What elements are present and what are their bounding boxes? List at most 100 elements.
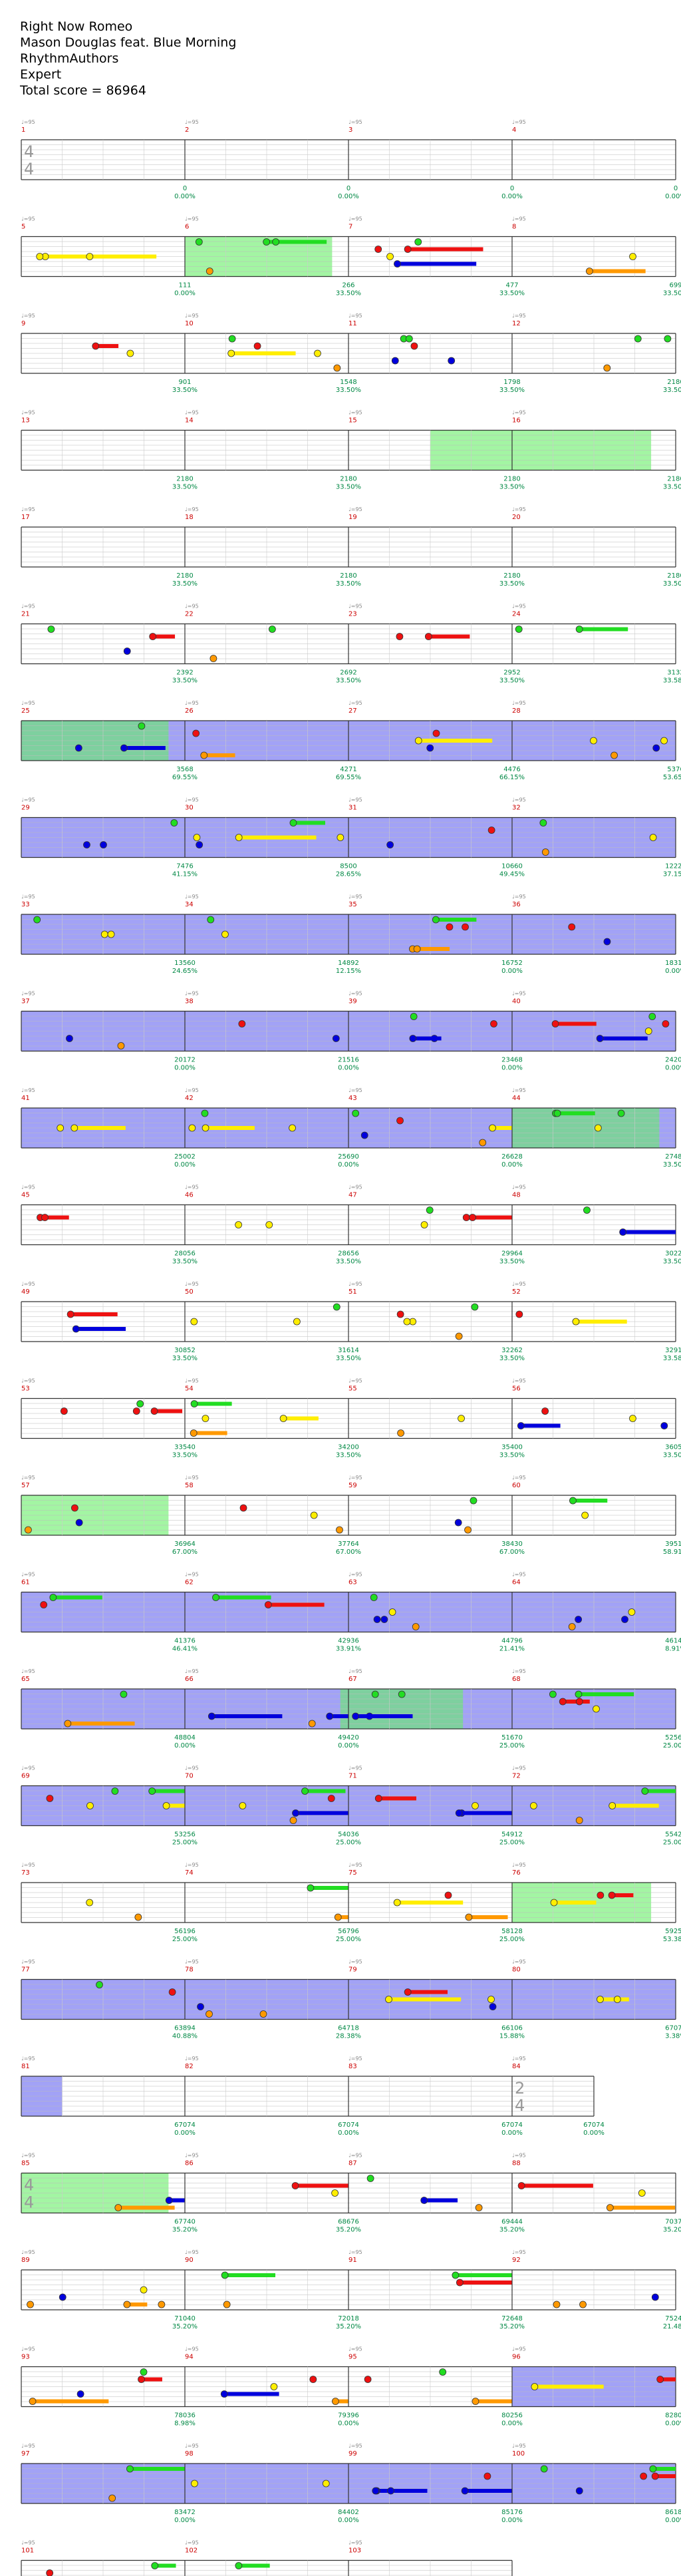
- gem-note: [550, 1899, 558, 1907]
- gem-note: [649, 834, 657, 841]
- sustain-note: [310, 1886, 348, 1890]
- measure-overdrive-pct: 33.50%: [499, 1452, 525, 1459]
- measure-overdrive-pct: 0.00%: [174, 2517, 196, 2524]
- measure-overdrive-pct: 0.00%: [338, 1742, 359, 1749]
- measure-score: 56196: [174, 1928, 196, 1935]
- gem-note: [662, 1020, 670, 1027]
- gem-note: [138, 2376, 145, 2383]
- gem-note: [107, 930, 115, 938]
- tempo-marker: ♩=95: [512, 1668, 526, 1674]
- gem-note: [606, 2204, 614, 2211]
- tempo-marker: ♩=95: [348, 2443, 362, 2449]
- gem-note: [59, 2293, 67, 2301]
- measure-number: 48: [512, 1192, 521, 1199]
- sustain-note: [205, 1126, 255, 1130]
- tempo-marker: ♩=95: [185, 2249, 199, 2255]
- gem-note: [641, 1787, 649, 1795]
- gem-note: [652, 744, 660, 752]
- gem-note: [123, 2300, 131, 2308]
- tempo-marker: ♩=95: [185, 1959, 199, 1965]
- measure-overdrive-pct: 33.50%: [336, 1355, 361, 1362]
- gem-note: [165, 2197, 173, 2204]
- measure-number: 75: [348, 1869, 357, 1877]
- gem-note: [46, 1795, 54, 1802]
- measure-score: 55428: [665, 1831, 681, 1839]
- measure-score: 28656: [338, 1250, 359, 1258]
- measure-score: 901: [178, 379, 191, 386]
- gem-note: [515, 626, 523, 633]
- gem-note: [391, 357, 399, 365]
- measure-score: 1798: [503, 379, 520, 386]
- gem-note: [336, 1526, 343, 1534]
- measure-score: 23468: [501, 1057, 523, 1064]
- measure-overdrive-pct: 33.50%: [663, 1161, 681, 1169]
- measure-overdrive-pct: 58.91%: [663, 1549, 681, 1556]
- measure-overdrive-pct: 33.50%: [336, 290, 361, 297]
- gem-note: [235, 1221, 243, 1228]
- gem-note: [70, 1124, 78, 1132]
- tempo-marker: ♩=95: [348, 991, 362, 997]
- measure-number: 94: [185, 2354, 194, 2361]
- sustain-note: [130, 2467, 185, 2471]
- gem-note: [205, 2010, 213, 2018]
- measure-number: 81: [21, 2063, 30, 2070]
- gem-note: [541, 1407, 549, 1415]
- gem-note: [140, 2368, 148, 2376]
- measure-number: 102: [185, 2547, 198, 2555]
- measure-score: 69444: [501, 2219, 523, 2226]
- sustain-note: [612, 1893, 634, 1897]
- measure-number: 65: [21, 1676, 30, 1683]
- tempo-marker: ♩=95: [348, 2346, 362, 2352]
- measure-overdrive-pct: 41.15%: [172, 871, 198, 878]
- measure-score: 75240: [665, 2315, 681, 2322]
- sustain-note: [141, 2377, 162, 2382]
- measure-score: 29964: [501, 1250, 523, 1258]
- measure-number: 69: [21, 1773, 30, 1780]
- measure-number: 19: [348, 514, 357, 521]
- gem-note: [41, 1214, 49, 1221]
- measure-number: 25: [21, 707, 30, 715]
- gem-note: [46, 2569, 54, 2576]
- gem-note: [403, 1318, 411, 1326]
- gem-note: [205, 268, 213, 275]
- measure-overdrive-pct: 0.00%: [501, 2420, 523, 2428]
- sustain-note: [215, 1595, 271, 1600]
- measure-score: 4271: [340, 766, 356, 773]
- sustain-note: [397, 262, 477, 266]
- measure-score: 48804: [174, 1734, 196, 1742]
- measure-overdrive-pct: 28.38%: [336, 2033, 361, 2040]
- measure-score: 37764: [338, 1541, 359, 1548]
- tempo-marker: ♩=95: [348, 1185, 362, 1191]
- sustain-note: [655, 2474, 676, 2478]
- measure-score: 16752: [501, 960, 523, 967]
- tempo-marker: ♩=95: [21, 2056, 35, 2062]
- tempo-marker: ♩=95: [348, 2540, 362, 2546]
- sustain-note: [355, 1714, 413, 1718]
- measure-score: 52564: [665, 1734, 681, 1742]
- measure-overdrive-pct: 67.00%: [499, 1549, 525, 1556]
- gem-note: [235, 834, 243, 841]
- measure-score: 84402: [338, 2509, 359, 2516]
- song-title: Right Now Romeo: [20, 19, 133, 34]
- measure-overdrive-pct: 33.50%: [172, 484, 198, 491]
- measure-score: 21516: [338, 1057, 359, 1064]
- gem-note: [489, 2003, 497, 2010]
- sustain-note: [53, 1595, 102, 1600]
- gem-note: [593, 1705, 600, 1713]
- tempo-marker: ♩=95: [512, 700, 526, 706]
- measure-number: 83: [348, 2063, 357, 2070]
- gem-note: [619, 1228, 627, 1236]
- gem-note: [333, 1303, 340, 1311]
- measure-overdrive-pct: 25.00%: [663, 1839, 681, 1847]
- gem-note: [36, 253, 44, 260]
- gem-note: [396, 1117, 404, 1125]
- tempo-marker: ♩=95: [348, 797, 362, 803]
- measure-overdrive-pct: 0.00%: [338, 1161, 359, 1169]
- gem-note: [100, 841, 107, 848]
- measure-score: 2180: [176, 476, 193, 483]
- measure-number: 89: [21, 2257, 30, 2264]
- measure-overdrive-pct: 33.50%: [663, 290, 681, 297]
- measure-number: 23: [348, 611, 357, 618]
- gem-note: [366, 2175, 374, 2182]
- sustain-note: [418, 739, 493, 743]
